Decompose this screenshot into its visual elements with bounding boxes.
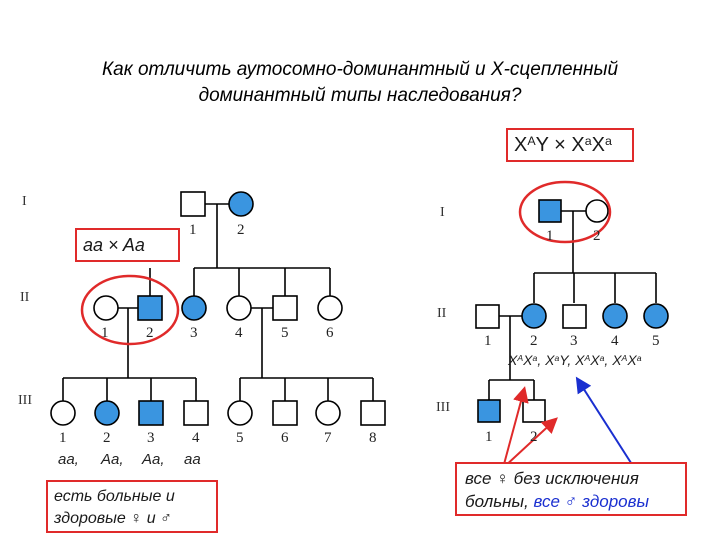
left-gen3-male-3-affected [138,400,164,426]
right-gen1-num: 2 [593,228,601,244]
right-gen-label-2: II [437,306,447,321]
left-gen3-female-1 [50,400,76,426]
left-gen3-female-2-affected [94,400,120,426]
right-gen1-female-2 [585,199,609,223]
left-gen2-male-5 [272,295,298,321]
right-gen1-num: 1 [546,228,554,244]
red-arrow-to-gen3 [502,417,558,469]
right-gen3-male-2 [522,399,546,423]
right-gen3-num: 1 [485,429,493,445]
left-gen-label-1: I [22,194,27,209]
left-gen2-num: 4 [235,325,243,341]
blue-arrow-to-male [575,376,634,467]
left-gen2-num: 6 [326,325,334,341]
right-gen2-male-1 [475,304,500,329]
left-gen3-male-4 [183,400,209,426]
right-gen1-male-1-affected [538,199,562,223]
left-gen2-male-2-affected [137,295,163,321]
slide-title-line2: доминантный типы наследования? [198,85,522,106]
left-note-line1: есть больные и [54,488,175,505]
right-note-box: все ♀ без исключения больны, все ♂ здоро… [455,462,687,516]
left-cross-box: aa × Aa [75,228,180,262]
right-gen2-female-2-affected [521,303,547,329]
left-gen1-num: 1 [189,222,197,238]
slide-title-line1: Как отличить аутосомно-доминантный и Х-с… [101,59,619,80]
left-gen3-num: 5 [236,430,244,446]
left-gen3-num: 8 [369,430,377,446]
right-gen2-num: 2 [530,333,538,349]
right-note-males-text: все ♂ здоровы [533,492,649,511]
left-gen-label-2: II [20,290,30,305]
left-gen3-genotype: aa [184,451,201,468]
right-gen2-num: 3 [570,333,578,349]
right-gen2-male-3 [562,304,587,329]
left-gen3-genotype: Aa, [142,451,165,468]
left-gen3-male-8 [360,400,386,426]
right-gen2-num: 4 [611,333,619,349]
right-gen2-genotypes: XAXa, XaY, XAXa, XAXa [508,352,642,368]
left-gen3-female-7 [315,400,341,426]
right-gen2-female-4-affected [602,303,628,329]
right-gen-label-1: I [440,205,445,220]
left-gen2-female-3-affected [181,295,207,321]
red-arrow-to-gen2 [502,386,529,469]
left-gen3-genotype: aa, [58,451,79,468]
left-gen2-num: 3 [190,325,198,341]
left-gen2-num: 5 [281,325,289,341]
right-gen2-female-5-affected [643,303,669,329]
left-gen3-num: 4 [192,430,200,446]
right-cross-box: XAY × XaXa [506,128,634,162]
left-gen2-female-6 [317,295,343,321]
right-gen3-male-1-affected [477,399,501,423]
left-gen2-num: 2 [146,325,154,341]
left-gen3-male-6 [272,400,298,426]
left-gen-label-3: III [18,393,32,408]
left-gen3-num: 3 [147,430,155,446]
right-gen-label-3: III [436,400,450,415]
left-gen1-male-1 [180,191,206,217]
left-parents-highlight-ellipse [80,274,180,346]
right-parents-highlight-ellipse [518,180,612,244]
left-gen2-female-4 [226,295,252,321]
left-gen3-female-5 [227,400,253,426]
left-note-line2: здоровые ♀ и ♂ [54,510,173,527]
right-gen2-num: 1 [484,333,492,349]
left-gen1-female-2-affected [228,191,254,217]
right-note-line1: все ♀ без исключения [465,469,639,488]
left-gen3-num: 6 [281,430,289,446]
right-gen3-num: 2 [530,429,538,445]
right-note-line2: больны, все ♂ здоровы [465,492,649,511]
left-gen3-genotype: Aa, [101,451,124,468]
left-gen2-num: 1 [101,325,109,341]
left-gen1-num: 2 [237,222,245,238]
left-gen3-num: 7 [324,430,332,446]
left-note-box: есть больные и здоровые ♀ и ♂ [46,480,218,533]
right-gen2-num: 5 [652,333,660,349]
left-gen3-num: 1 [59,430,67,446]
left-gen2-female-1 [93,295,119,321]
left-gen3-num: 2 [103,430,111,446]
